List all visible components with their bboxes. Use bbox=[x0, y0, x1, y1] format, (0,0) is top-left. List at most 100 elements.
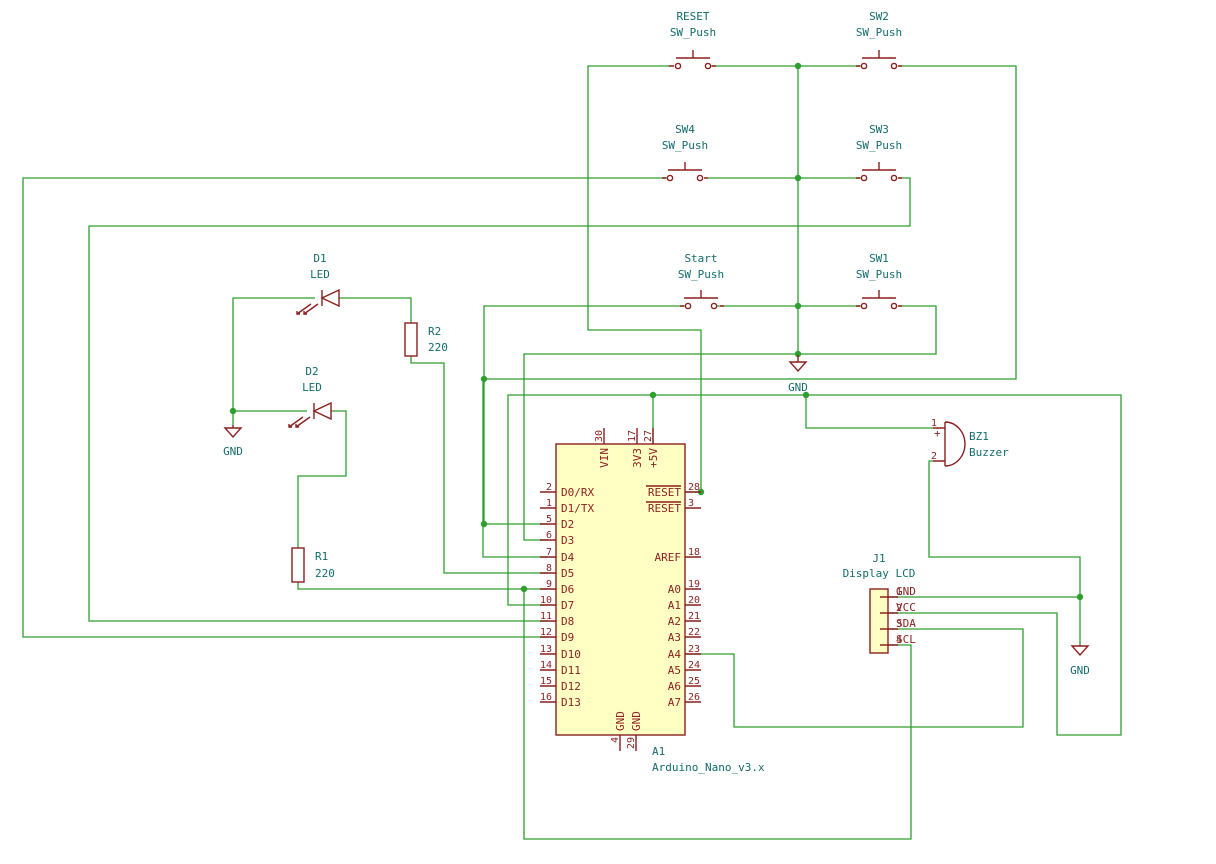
right-pin-numbers: 28 3 18 19 20 21 22 23 24 25 26 bbox=[688, 482, 700, 703]
pin-number: 7 bbox=[546, 547, 552, 558]
pin-number: 8 bbox=[546, 563, 552, 574]
pin-number: 26 bbox=[688, 692, 700, 703]
pin-number: 1 bbox=[546, 498, 552, 509]
wire-led-gnd bbox=[232, 297, 315, 425]
wire-buzzer-pin2 bbox=[928, 460, 1081, 645]
resistor-ref: R1 bbox=[315, 550, 328, 563]
arduino-nano-a1[interactable]: 30 17 27 VIN 3V3 +5V 4 29 GND GND 2 1 5 … bbox=[540, 428, 765, 774]
pin-number: 17 bbox=[627, 430, 638, 442]
pin-number: 23 bbox=[688, 644, 700, 655]
reset-overbar bbox=[646, 485, 681, 503]
pin-name: A2 bbox=[668, 615, 681, 628]
led-value: LED bbox=[302, 381, 322, 394]
pin-name: 3V3 bbox=[631, 448, 644, 468]
switch-sw4[interactable]: SW4 SW_Push bbox=[662, 123, 708, 182]
led-ref: D1 bbox=[313, 252, 326, 265]
pin-name: VCC bbox=[896, 601, 916, 614]
resistor-ref: R2 bbox=[428, 325, 441, 338]
wire-start-left bbox=[483, 305, 686, 525]
pin-number: 3 bbox=[688, 498, 694, 509]
pin-name: A0 bbox=[668, 583, 681, 596]
junction bbox=[794, 350, 802, 358]
pin-number: 4 bbox=[896, 635, 902, 646]
junction bbox=[649, 391, 657, 399]
switch-ref: SW1 bbox=[869, 252, 889, 265]
left-pin-names: D0/RX D1/TX D2 D3 D4 D5 D6 D7 D8 D9 D10 … bbox=[561, 486, 594, 709]
wire-buzzer-pin1 bbox=[805, 395, 933, 429]
pin-name: A6 bbox=[668, 680, 681, 693]
switch-reset[interactable]: RESET SW_Push bbox=[669, 10, 716, 70]
gnd-label: GND bbox=[788, 381, 808, 394]
wire-5v-rail bbox=[652, 394, 1122, 736]
arduino-ref: A1 bbox=[652, 745, 665, 758]
pin-name: SCL bbox=[896, 633, 916, 646]
resistor-r2[interactable]: R2 220 bbox=[404, 322, 448, 357]
pin-name: D5 bbox=[561, 567, 574, 580]
pin-number: 24 bbox=[688, 660, 700, 671]
right-pin-names: RESET RESET AREF A0 A1 A2 A3 A4 A5 A6 A7 bbox=[648, 486, 681, 709]
ground-symbol-led: GND bbox=[223, 425, 243, 458]
pin-name: D4 bbox=[561, 551, 575, 564]
pin-number: 1 bbox=[896, 587, 902, 598]
pin-name: AREF bbox=[655, 551, 682, 564]
pin-name: D7 bbox=[561, 599, 574, 612]
switch-sw1[interactable]: SW1 SW_Push bbox=[856, 252, 902, 310]
connector-ref: J1 bbox=[872, 552, 885, 565]
resistor-r1[interactable]: R1 220 bbox=[291, 547, 335, 583]
pin-name: GND bbox=[614, 711, 627, 731]
pin-name: D12 bbox=[561, 680, 581, 693]
wire-sw1-right bbox=[523, 305, 937, 541]
led-d2[interactable]: D2 LED bbox=[288, 365, 332, 428]
left-pin-numbers: 2 1 5 6 7 8 9 10 11 12 13 14 15 16 bbox=[540, 482, 552, 703]
pin-number: 28 bbox=[688, 482, 700, 493]
pin-name: D13 bbox=[561, 696, 581, 709]
pin-number: 1 bbox=[931, 418, 937, 429]
pin-number: 19 bbox=[688, 579, 700, 590]
pin-number: 15 bbox=[540, 676, 552, 687]
switch-ref: RESET bbox=[676, 10, 709, 23]
connector-j1[interactable]: J1 Display LCD 1 GND 2 VCC 3 SDA 4 SCL bbox=[843, 552, 917, 654]
wire-d2-to-r1 bbox=[297, 410, 347, 548]
pin-number: 11 bbox=[540, 611, 552, 622]
gnd-label: GND bbox=[1070, 664, 1090, 677]
ground-symbol-lcd: GND bbox=[1070, 645, 1090, 677]
pin-number: 30 bbox=[594, 430, 605, 442]
switch-sw2[interactable]: SW2 SW_Push bbox=[856, 10, 902, 70]
buzzer-bz1[interactable]: 1 2 + BZ1 Buzzer bbox=[931, 418, 1009, 467]
switch-value: SW_Push bbox=[856, 139, 902, 152]
buzzer-value: Buzzer bbox=[969, 446, 1009, 459]
wire-5v-left bbox=[507, 394, 653, 606]
pin-name: D1/TX bbox=[561, 502, 594, 515]
resistor-value: 220 bbox=[428, 341, 448, 354]
switch-value: SW_Push bbox=[856, 26, 902, 39]
pin-number: 14 bbox=[540, 660, 552, 671]
pin-number: 16 bbox=[540, 692, 552, 703]
pin-name: D10 bbox=[561, 648, 581, 661]
pin-number: 21 bbox=[688, 611, 700, 622]
junction bbox=[520, 585, 528, 593]
gnd-label: GND bbox=[223, 445, 243, 458]
wire-sw4-left bbox=[22, 177, 668, 638]
pin-name: D9 bbox=[561, 631, 574, 644]
switch-start[interactable]: Start SW_Push bbox=[678, 252, 724, 310]
pin-number: 2 bbox=[931, 451, 937, 462]
pin-number: 6 bbox=[546, 530, 552, 541]
switch-sw3[interactable]: SW3 SW_Push bbox=[856, 123, 902, 182]
pin-name: GND bbox=[630, 711, 643, 731]
pin-name: D8 bbox=[561, 615, 574, 628]
pin-name: D6 bbox=[561, 583, 574, 596]
pin-name: D3 bbox=[561, 534, 574, 547]
buzzer-ref: BZ1 bbox=[969, 430, 989, 443]
pin-number: 3 bbox=[896, 619, 902, 630]
junction bbox=[802, 391, 810, 399]
pin-name: +5V bbox=[647, 448, 660, 468]
wire-lcd-scl bbox=[523, 589, 912, 840]
ground-symbol-top: GND bbox=[788, 355, 808, 394]
junction bbox=[794, 62, 802, 70]
pin-name: SDA bbox=[896, 617, 916, 630]
pin-number: 4 bbox=[610, 737, 621, 743]
pin-name: A7 bbox=[668, 696, 681, 709]
resistor-value: 220 bbox=[315, 567, 335, 580]
led-d1[interactable]: D1 LED bbox=[296, 252, 340, 315]
pin-number: 25 bbox=[688, 676, 700, 687]
